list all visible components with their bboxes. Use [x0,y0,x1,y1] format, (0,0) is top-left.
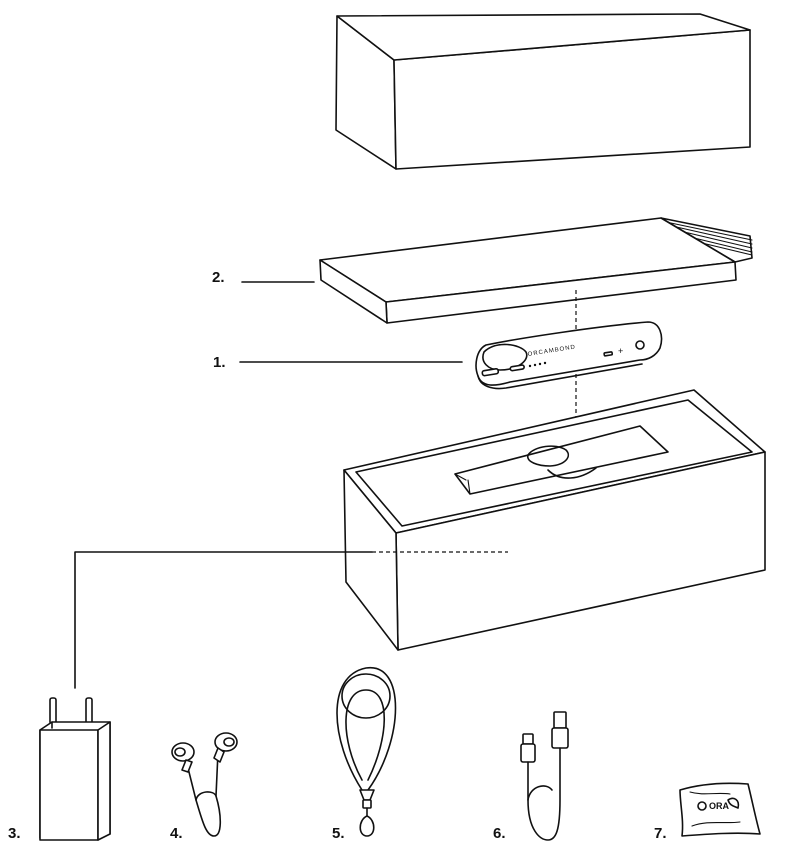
label-cloth: 7. [654,825,667,842]
label-charger: 3. [8,825,21,842]
label-tray: 2. [212,269,225,286]
label-earphones: 4. [170,825,183,842]
box-base [343,389,766,651]
label-lanyard: 5. [332,825,345,842]
label-cable: 6. [493,825,506,842]
lanyard [336,667,397,837]
inner-tray [319,217,753,324]
cleaning-cloth: ORA [679,782,761,837]
usb-cable [520,711,569,841]
leader-box-to-charger [74,551,373,689]
earphones [171,732,238,837]
label-player: 1. [213,354,226,371]
svg-text:+: + [618,346,623,356]
cloth-logo-text: ORA [709,801,730,811]
box-lid [335,13,751,170]
wall-charger [39,697,111,841]
player-device: ORCAMBOND + [475,321,663,390]
